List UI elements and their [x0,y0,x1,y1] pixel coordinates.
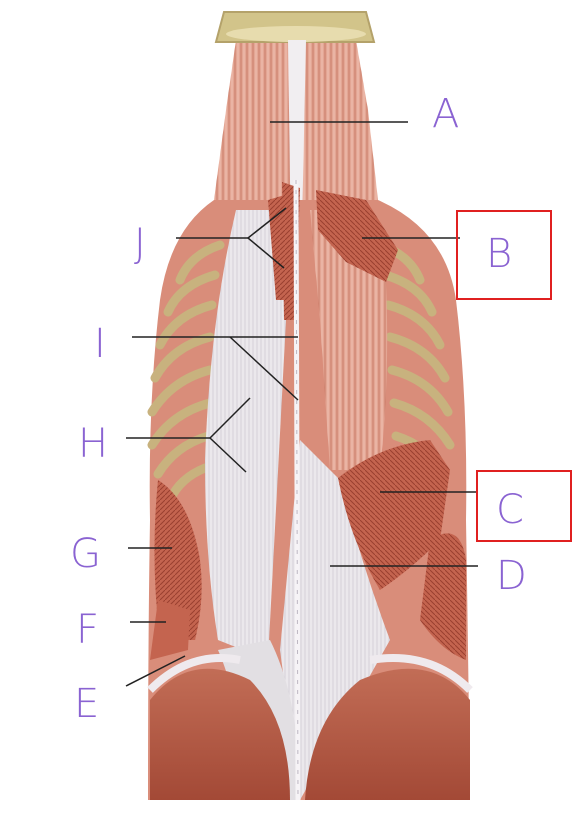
leader-j3 [247,237,285,269]
serratus-posterior-inferior [338,440,450,590]
leader-i2 [229,336,299,401]
label-c: C [496,487,525,533]
label-a: A [432,91,461,137]
leader-j2 [247,207,287,239]
label-i: I [94,321,107,367]
oblique-right [420,533,466,660]
leader-e [125,655,186,687]
label-f: F [76,607,101,653]
oblique-left [150,480,202,660]
leader-h3 [209,437,247,473]
highlight-box-b [456,210,552,300]
leader-h2 [209,397,251,439]
erector-spinae-right [310,210,388,470]
highlight-box-c [476,470,572,542]
spinous-processes [293,179,301,801]
label-h: H [78,421,110,467]
label-g: G [70,531,102,577]
label-d: D [496,553,528,599]
gluteal-region [147,654,473,800]
erector-spinae-left [205,210,286,660]
label-e: E [74,681,101,727]
leader-lines [125,121,478,687]
ribs-left [147,240,225,505]
label-b: B [486,231,514,277]
label-j: J [134,221,147,267]
